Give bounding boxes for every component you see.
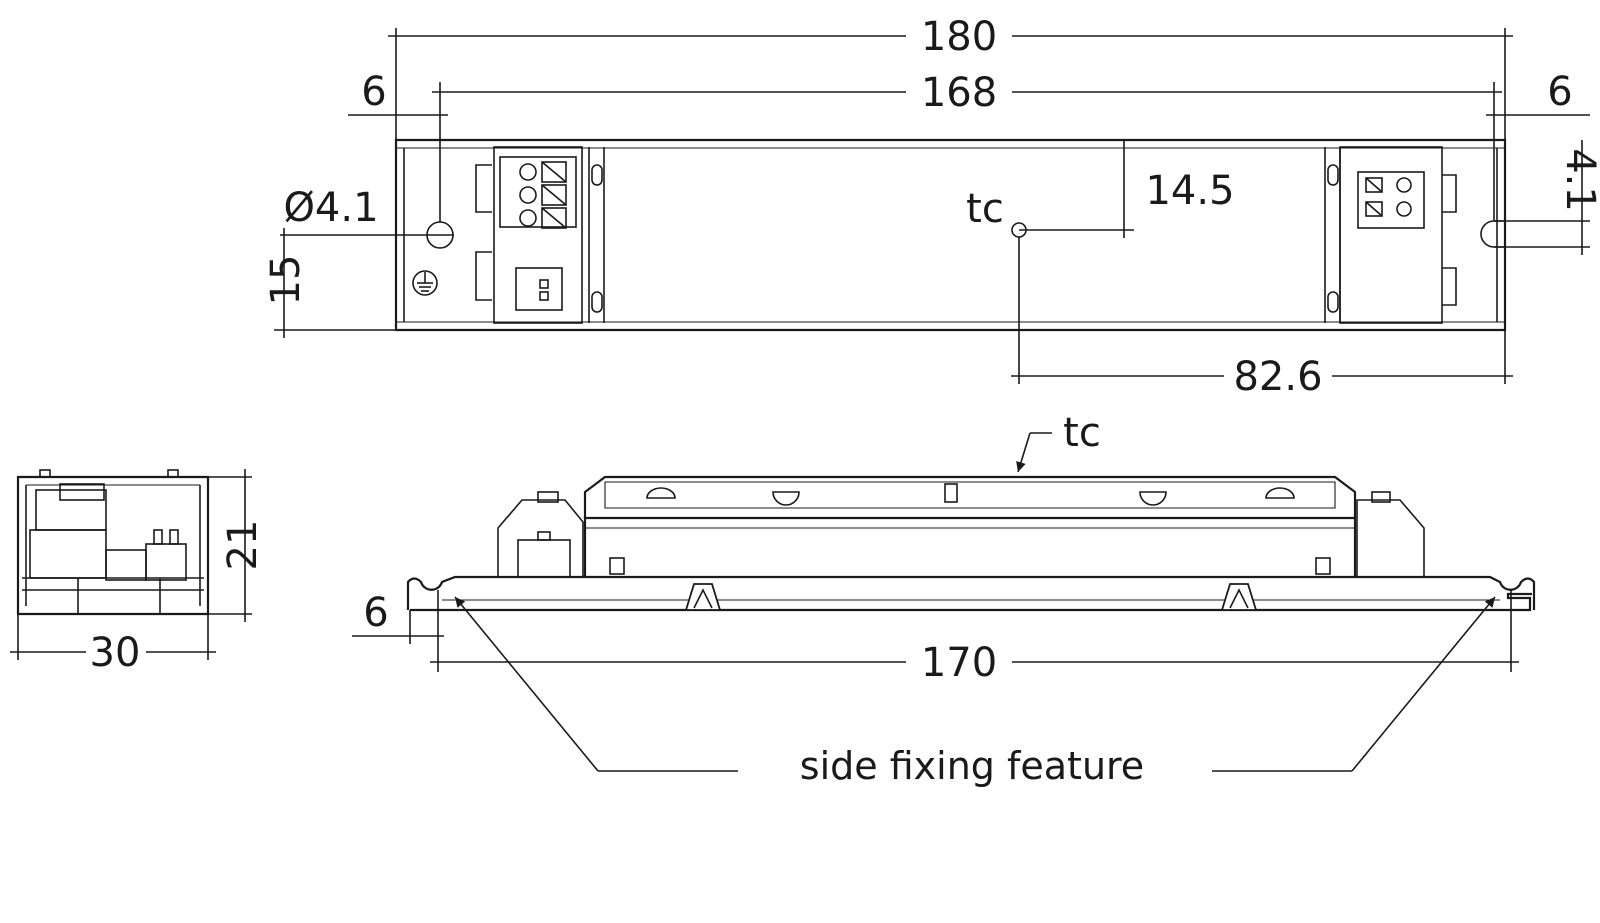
dim-hole-height-label: 15	[263, 255, 309, 306]
dim-tc-position-label: 82.6	[1233, 354, 1322, 400]
dim-end-height-label: 21	[220, 520, 266, 571]
dim-end-width	[10, 614, 216, 660]
dim-tc-position	[1011, 237, 1513, 384]
dim-hole-diameter	[274, 234, 454, 331]
right-terminal-block	[1324, 146, 1457, 324]
tc-label-top: tc	[966, 186, 1004, 232]
dim-edge-side-label: 6	[363, 590, 388, 636]
dim-hole-diameter-label: Ø4.1	[283, 185, 378, 231]
dim-length-total-label: 180	[921, 14, 997, 60]
mounting-slot	[1480, 220, 1505, 248]
dim-edge-side	[352, 610, 444, 644]
dim-end-height	[208, 469, 252, 622]
dim-tc-offset-label: 14.5	[1145, 168, 1234, 214]
left-terminal-block	[475, 146, 605, 324]
dim-fixing-spacing-label: 170	[921, 640, 997, 686]
side-fixing-note: side fixing feature	[800, 744, 1144, 788]
top-view: 180 168 6 6 Ø4.1 15 tc	[263, 14, 1600, 400]
dim-hole-spacing-label: 168	[921, 70, 997, 116]
end-view	[16, 469, 210, 616]
dim-end-right-label: 6	[1547, 69, 1572, 115]
dim-slot-width	[1494, 140, 1590, 255]
side-fixing-leaders	[454, 596, 1496, 772]
side-view	[406, 475, 1536, 612]
earth-ground-icon	[412, 270, 438, 296]
dim-tc-offset	[1019, 140, 1134, 238]
dim-end-left-label: 6	[361, 69, 386, 115]
dim-slot-width-label: 4.1	[1557, 148, 1600, 212]
tc-leader-side	[1016, 432, 1052, 473]
tc-label-side: tc	[1063, 410, 1101, 456]
dim-end-width-label: 30	[90, 630, 141, 676]
dim-length-total	[388, 28, 1513, 140]
dim-hole-spacing	[432, 82, 1502, 222]
